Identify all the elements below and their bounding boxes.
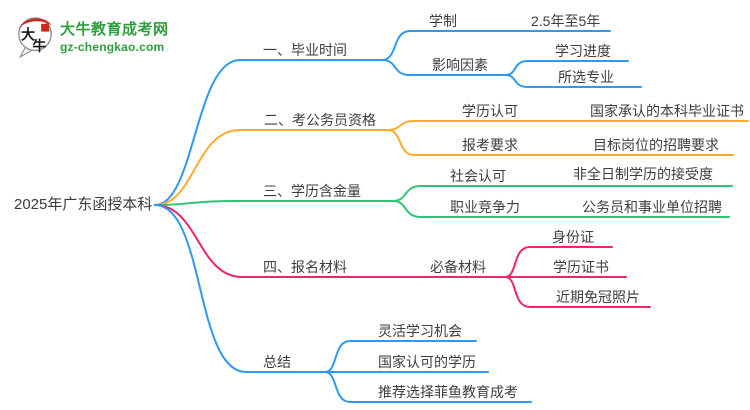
branch3-main-connector: [154, 200, 394, 206]
branch2-requirements-connector: [387, 129, 734, 156]
branch1-main-connector: [154, 59, 383, 206]
site-logo: 大 牛 大牛教育成考网 gz-chengkao.com: [14, 14, 169, 58]
node-recent-photo: 近期免冠照片: [556, 289, 640, 305]
node-state-recognized-diploma: 国家承认的本科毕业证书: [590, 103, 744, 119]
node-degree-value: 三、学历含金量: [263, 183, 361, 199]
node-career-competitiveness: 职业竞争力: [450, 199, 520, 215]
node-recommendation: 推荐选择菲鱼教育成考: [378, 384, 518, 400]
node-registration-materials: 四、报名材料: [263, 259, 347, 275]
node-graduation-time: 一、毕业时间: [263, 42, 347, 58]
node-state-recognized-degree: 国家认可的学历: [378, 354, 476, 370]
node-chosen-major: 所选专业: [558, 69, 614, 85]
node-influencing-factors: 影响因素: [432, 57, 488, 73]
branch1-duration-connector: [381, 30, 611, 61]
branch2-main-connector: [154, 129, 389, 206]
node-social-recognition: 社会认可: [450, 168, 506, 184]
node-study-progress: 学习进度: [555, 43, 611, 59]
branch4-idcard-connector: [504, 246, 613, 278]
branch5-flexible-connector: [324, 340, 477, 373]
node-id-card: 身份证: [552, 229, 594, 245]
branch4-main-connector: [154, 204, 506, 278]
node-diploma-certificate: 学历证书: [553, 259, 609, 275]
node-civil-service-recruitment: 公务员和事业单位招聘: [582, 199, 722, 215]
node-application-requirements: 报考要求: [462, 137, 518, 153]
node-flexible-learning: 灵活学习机会: [378, 323, 462, 339]
node-degree-recognition: 学历认可: [462, 103, 518, 119]
branch2-recognition-connector: [387, 120, 749, 131]
node-civil-service-eligibility: 二、考公务员资格: [264, 112, 376, 128]
daniu-logo-icon: 大 牛: [18, 17, 52, 58]
branch1-factors-connector: [381, 59, 506, 76]
node-target-position-requirements: 目标岗位的招聘要求: [593, 137, 719, 153]
branch4-photo-connector: [504, 276, 651, 308]
branch5-recommend-connector: [324, 371, 532, 403]
site-name: 大牛教育成考网: [60, 21, 169, 38]
node-study-duration: 学制: [429, 13, 457, 29]
logo-text-block: 大牛教育成考网 gz-chengkao.com: [60, 18, 169, 54]
node-required-materials: 必备材料: [430, 259, 486, 275]
node-root: 2025年广东函授本科: [14, 196, 153, 213]
node-duration-value: 2.5年至5年: [531, 13, 601, 29]
branch3-career-connector: [392, 200, 730, 218]
site-url: gz-chengkao.com: [60, 40, 165, 54]
node-summary: 总结: [263, 354, 291, 370]
branch1-major-connector: [504, 74, 642, 88]
svg-text:牛: 牛: [32, 38, 46, 55]
node-part-time-acceptance: 非全日制学历的接受度: [573, 166, 713, 182]
branch5-main-connector: [154, 204, 326, 373]
svg-text:大: 大: [21, 27, 35, 44]
